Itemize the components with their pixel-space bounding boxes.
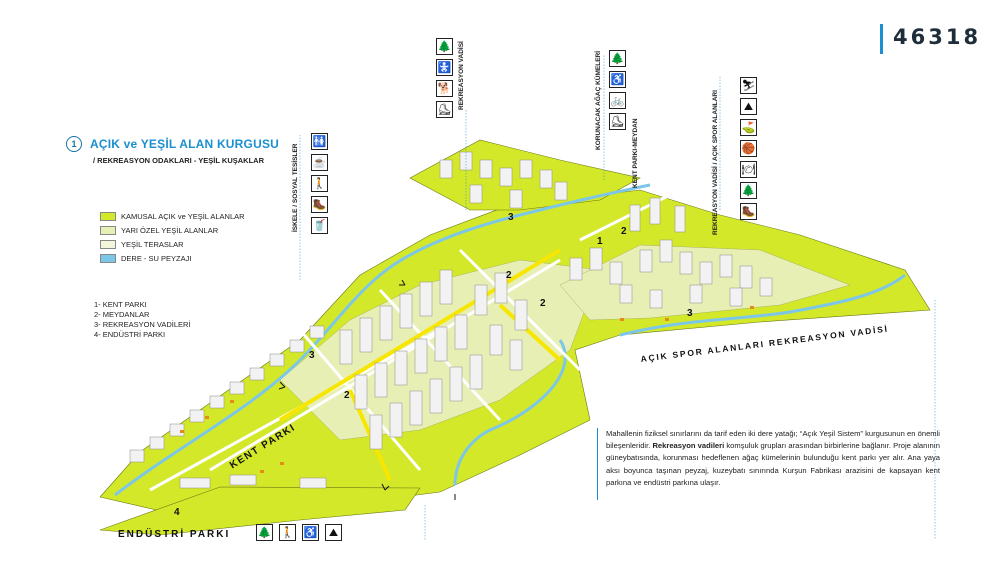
description-text: Mahallenin fiziksel sınırlarını da tarif… <box>606 428 940 489</box>
dog-walk-icon: 🐕 <box>436 80 453 97</box>
map-badge: 2 <box>540 298 546 309</box>
legend-label: YARI ÖZEL YEŞİL ALANLAR <box>121 225 219 235</box>
icon-group-endustri: 🌲 🚶 ♿ ⛰ <box>256 524 342 541</box>
buildings <box>129 151 773 489</box>
legend-label: KAMUSAL AÇIK ve YEŞİL ALANLAR <box>121 211 245 221</box>
food-icon: ☕ <box>311 154 328 171</box>
map-badge: 3 <box>687 308 693 319</box>
hiking-icon: 🥾 <box>740 203 757 220</box>
endustri-parki-label: ENDÜSTRİ PARKI <box>118 529 231 540</box>
stream-east <box>619 273 906 337</box>
stream-south <box>453 339 567 486</box>
wheelchair-icon: ♿ <box>302 524 319 541</box>
basketball-icon: 🏀 <box>740 140 757 157</box>
section-number: 1 <box>66 136 82 152</box>
map-badge: 3 <box>309 350 315 361</box>
facility-markers <box>180 306 754 473</box>
legend: KAMUSAL AÇIK ve YEŞİL ALANLAR YARI ÖZEL … <box>100 209 245 265</box>
mountain-icon: ⛰ <box>325 524 342 541</box>
description-part2: komşuluk grupları arasından birbirlerine… <box>606 441 941 487</box>
icon-group-spor: ⛷ ⛰ ⛳ 🏀 🍽 🌲 🥾 <box>740 77 757 220</box>
icon-group-iskele: 🚻 ☕ 🚶 🥾 🥤 <box>311 133 328 234</box>
hiking-icon: 🥾 <box>311 196 328 213</box>
map-badge: 4 <box>174 507 180 518</box>
legend-label: YEŞİL TERASLAR <box>121 239 184 249</box>
legend-item: KAMUSAL AÇIK ve YEŞİL ALANLAR <box>100 209 245 223</box>
green-area-industrial <box>99 486 421 536</box>
list-item: 4- ENDÜSTRİ PARKI <box>94 330 166 339</box>
rollerblade-icon: ⛸ <box>609 113 626 130</box>
wheelchair-icon: ♿ <box>609 71 626 88</box>
list-item: 2- MEYDANLAR <box>94 310 150 319</box>
legend-item: YARI ÖZEL YEŞİL ALANLAR <box>100 223 245 237</box>
map-badge: 1 <box>597 236 603 247</box>
skate-icon: ⛷ <box>740 77 757 94</box>
tree-icon: 🌲 <box>740 182 757 199</box>
vertical-label-iskele: İSKELE / SOSYAL TESİSLER <box>292 143 299 233</box>
walking-icon: 🚶 <box>311 175 328 192</box>
section-subtitle: / REKREASYON ODAKLARI - YEŞİL KUŞAKLAR <box>93 156 264 165</box>
vertical-label-kent-parki-meydan: KENT PARKI-MEYDAN <box>632 118 639 188</box>
picnic-icon: 🍽 <box>740 161 757 178</box>
restroom-icon: 🚻 <box>311 133 328 150</box>
tree-icon: 🌲 <box>436 38 453 55</box>
icon-group-rekreasyon: 🌲 🚼 🐕 ⛸ <box>436 38 453 118</box>
description-accent-bar <box>597 428 598 500</box>
description-bold: Rekreasyon vadileri <box>652 441 725 451</box>
map-badge: 2 <box>621 226 627 237</box>
tree-icon: 🌲 <box>256 524 273 541</box>
legend-swatch-public-green <box>100 211 116 221</box>
id-accent-bar <box>880 24 883 54</box>
stream-west <box>114 183 651 497</box>
legend-item: YEŞİL TERASLAR <box>100 237 245 251</box>
numbered-list: 1- KENT PARKI 2- MEYDANLAR 3- REKREASYON… <box>94 300 191 340</box>
drink-icon: 🥤 <box>311 217 328 234</box>
vertical-label-spor: REKREASYON VADİSİ / AÇIK SPOR ALANLARI <box>712 90 719 235</box>
list-item: 3- REKREASYON VADİLERİ <box>94 320 191 329</box>
map-badge: 2 <box>344 390 350 401</box>
bicycle-icon: 🚲 <box>609 92 626 109</box>
legend-label: DERE - SU PEYZAJI <box>121 253 192 263</box>
map-badge: 2 <box>506 270 512 281</box>
legend-swatch-water <box>100 253 116 263</box>
vertical-label-korunacak: KORUNACAK AĞAÇ KÜMELERİ <box>595 50 602 150</box>
tree-icon: 🌲 <box>609 50 626 67</box>
golf-icon: ⛳ <box>740 119 757 136</box>
description-part1: Mahallenin fiziksel sınırlarını da tarif… <box>606 429 940 451</box>
direction-arrows <box>278 279 456 500</box>
vertical-label-rekreasyon: REKREASYON VADİSİ <box>458 41 465 110</box>
stroller-icon: 🚼 <box>436 59 453 76</box>
map-badge: 3 <box>508 212 514 223</box>
legend-swatch-terrace <box>100 239 116 249</box>
leader-lines <box>299 55 936 540</box>
legend-swatch-semi-private <box>100 225 116 235</box>
walking-icon: 🚶 <box>279 524 296 541</box>
list-item: 1- KENT PARKI <box>94 300 147 309</box>
section-title: AÇIK ve YEŞİL ALAN KURGUSU <box>90 137 280 151</box>
project-id: 46318 <box>893 25 982 49</box>
legend-item: DERE - SU PEYZAJI <box>100 251 245 265</box>
icon-group-korunacak: 🌲 ♿ 🚲 ⛸ <box>609 50 626 130</box>
climbing-icon: ⛰ <box>740 98 757 115</box>
rollerblade-icon: ⛸ <box>436 101 453 118</box>
